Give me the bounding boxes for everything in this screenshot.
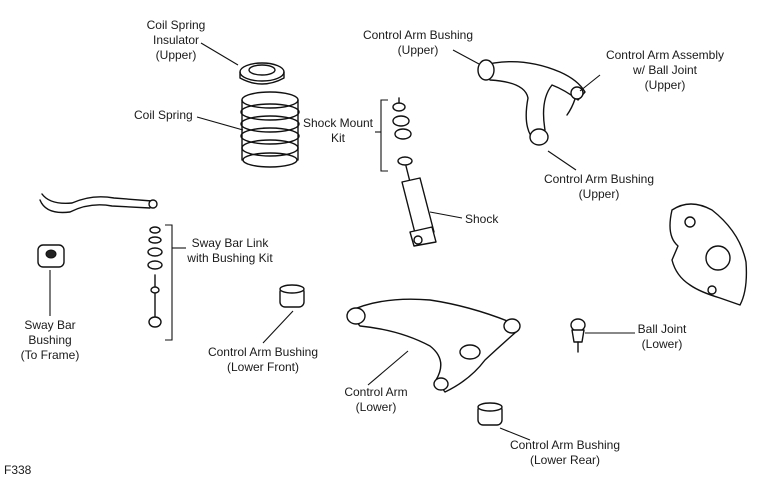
label-shock: Shock <box>465 212 498 227</box>
figure-code: F338 <box>4 463 32 477</box>
label-control-arm-assembly: Control Arm Assembly w/ Ball Joint (Uppe… <box>597 48 733 93</box>
label-control-arm-bushing-upper-bottom: Control Arm Bushing (Upper) <box>536 172 662 202</box>
sway-bar-part <box>39 193 158 214</box>
sway-bar-bushing-part <box>37 244 65 268</box>
label-coil-spring: Coil Spring <box>134 108 193 123</box>
label-line: Shock <box>465 212 499 226</box>
label-control-arm-lower: Control Arm (Lower) <box>336 385 416 415</box>
label-line: Sway Bar <box>24 318 76 332</box>
label-ball-joint-lower: Ball Joint (Lower) <box>628 322 696 352</box>
label-line: (Lower) <box>641 337 683 351</box>
label-line: with Bushing Kit <box>187 251 273 265</box>
label-control-arm-bushing-upper-top: Control Arm Bushing (Upper) <box>358 28 478 58</box>
control-arm-bushing-lower-rear-part <box>477 402 503 426</box>
label-line: (Lower Front) <box>226 360 300 374</box>
label-line: (To Frame) <box>20 348 80 362</box>
label-coil-spring-insulator: Coil Spring Insulator (Upper) <box>128 18 224 63</box>
label-sway-bar-link: Sway Bar Link with Bushing Kit <box>180 236 280 266</box>
label-control-arm-bushing-lower-front: Control Arm Bushing (Lower Front) <box>200 345 326 375</box>
label-sway-bar-bushing: Sway Bar Bushing (To Frame) <box>10 318 90 363</box>
control-arm-bushing-lower-front-part <box>279 284 305 308</box>
label-line: Insulator <box>152 33 200 47</box>
coil-spring-insulator-part <box>239 62 285 85</box>
label-line: (Upper) <box>397 43 439 57</box>
steering-knuckle-part <box>669 203 748 306</box>
label-line: Control Arm Bushing <box>543 172 655 186</box>
shock-part <box>401 165 437 247</box>
lower-control-arm-part <box>346 298 521 393</box>
label-line: (Lower) <box>355 400 397 414</box>
coil-spring-part <box>240 91 300 168</box>
label-line: Coil Spring <box>134 108 193 122</box>
label-control-arm-bushing-lower-rear: Control Arm Bushing (Lower Rear) <box>502 438 628 468</box>
label-line: Sway Bar Link <box>191 236 269 250</box>
leader-lines <box>49 42 635 441</box>
ball-joint-part <box>570 318 586 353</box>
label-line: Control Arm Bushing <box>509 438 621 452</box>
label-line: (Upper) <box>644 78 686 92</box>
upper-control-arm-part <box>477 59 586 146</box>
label-shock-mount-kit: Shock Mount Kit <box>300 116 376 146</box>
label-line: Control Arm Assembly <box>605 48 725 62</box>
shock-mount-kit-part <box>392 97 413 166</box>
label-line: Kit <box>330 131 345 145</box>
label-line: Control Arm Bushing <box>362 28 474 42</box>
label-line: (Lower Rear) <box>529 453 601 467</box>
label-line: w/ Ball Joint <box>632 63 698 77</box>
label-line: Control Arm <box>344 385 408 399</box>
label-line: Shock Mount <box>302 116 374 130</box>
label-line: Control Arm Bushing <box>207 345 319 359</box>
label-line: (Upper) <box>155 48 197 62</box>
label-line: (Upper) <box>578 187 620 201</box>
label-line: Bushing <box>28 333 72 347</box>
label-line: Coil Spring <box>146 18 206 32</box>
label-line: Ball Joint <box>637 322 687 336</box>
sway-bar-link-part <box>147 226 163 328</box>
